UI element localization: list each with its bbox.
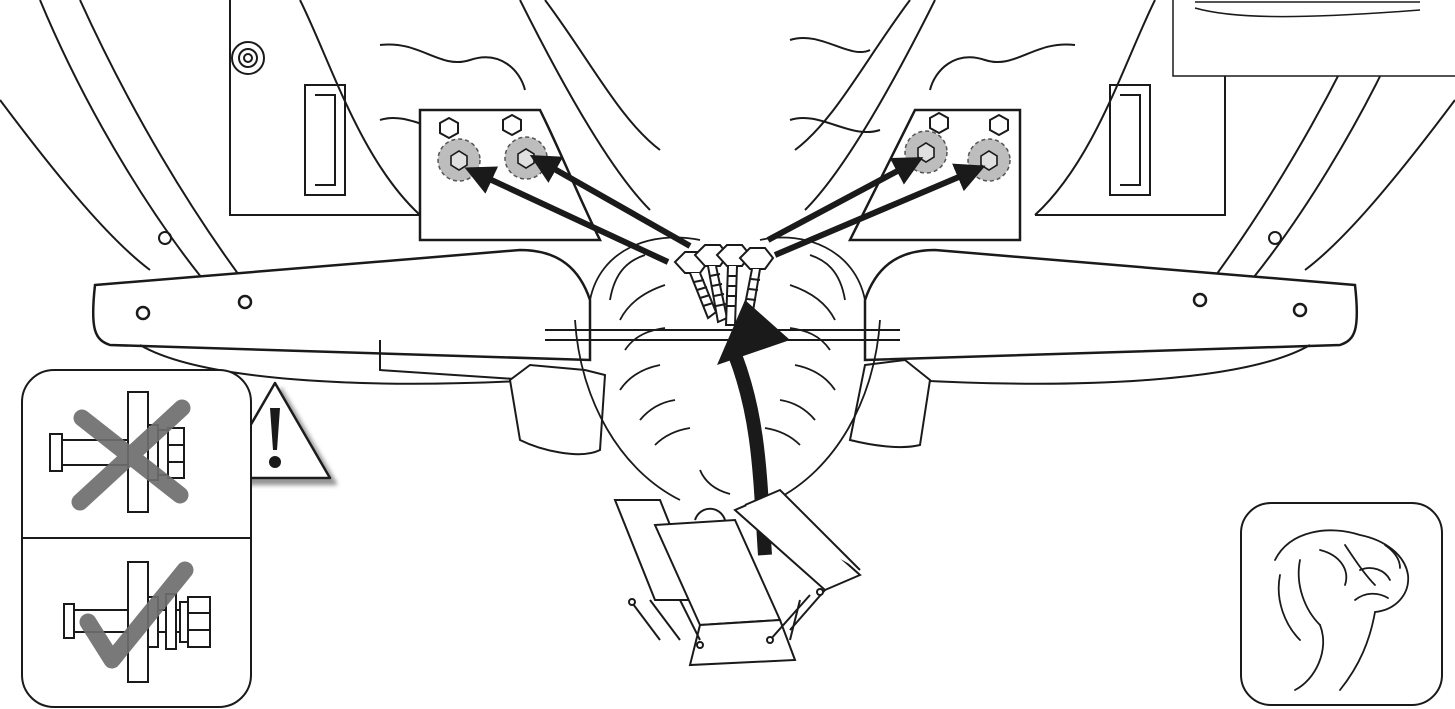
toolbox-icon [615,490,860,665]
spare-tire-area [545,238,900,501]
hand-tighten-panel [1241,503,1442,705]
left-wheel-housing [0,0,660,300]
left-mud-flap [93,250,590,384]
left-lower-flap [510,365,605,454]
right-lower-flap [850,360,930,447]
inset-detail-box [1173,0,1455,76]
right-mud-flap [865,250,1357,384]
